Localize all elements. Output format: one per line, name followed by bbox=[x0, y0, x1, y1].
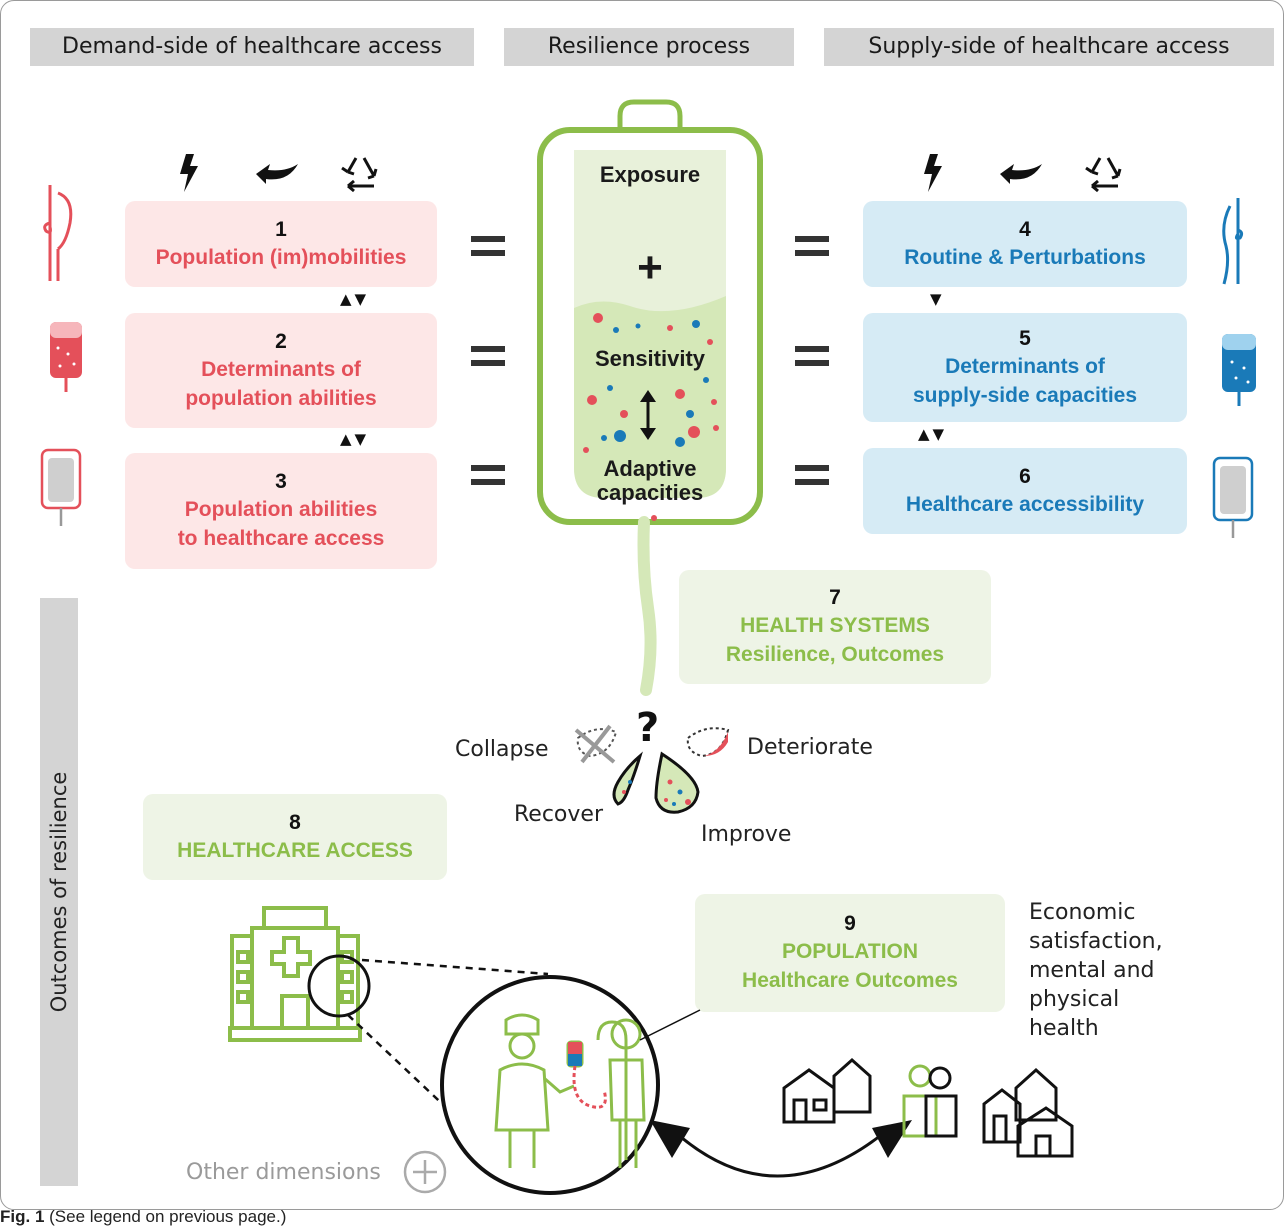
box-title: Routine & Perturbations bbox=[904, 245, 1146, 269]
caption-text: (See legend on previous page.) bbox=[49, 1207, 287, 1226]
outcome-box-9: 9 POPULATION Healthcare Outcomes bbox=[695, 894, 1005, 1012]
supply-icon-row bbox=[924, 154, 1122, 193]
box-number: 8 bbox=[289, 810, 301, 834]
healthcare-scene bbox=[228, 906, 1074, 1195]
sidebar-outcomes: Outcomes of resilience bbox=[40, 598, 78, 1186]
box-number: 3 bbox=[275, 470, 287, 493]
demand-box-3: 3 Population abilities to healthcare acc… bbox=[125, 453, 437, 569]
demand-icon-row bbox=[180, 154, 378, 193]
outcome-box-8: 8 HEALTHCARE ACCESS bbox=[143, 794, 447, 880]
bag-capacities-label: capacities bbox=[596, 480, 704, 505]
equals-icon bbox=[795, 465, 829, 485]
outcome-line: health bbox=[1029, 1016, 1099, 1041]
box-number: 6 bbox=[1019, 464, 1031, 488]
equals-icon bbox=[471, 465, 505, 485]
equals-icon bbox=[795, 346, 829, 366]
drops-diagram bbox=[574, 724, 730, 814]
pink-tube-icon bbox=[43, 185, 73, 281]
header-resilience: Resilience process bbox=[504, 28, 794, 66]
blue-bag-icon bbox=[1222, 334, 1256, 406]
box-title-line1: Determinants of bbox=[201, 357, 361, 381]
plus-circle-icon bbox=[403, 1150, 447, 1194]
supply-box-4: 4 Routine & Perturbations bbox=[863, 201, 1187, 287]
outcome-description: Economic satisfaction, mental and physic… bbox=[1029, 898, 1163, 1043]
bag-plus-label: + bbox=[637, 243, 663, 292]
box-title-line1: HEALTH SYSTEMS bbox=[740, 614, 930, 637]
improve-drop-icon bbox=[654, 751, 700, 814]
label-improve: Improve bbox=[701, 822, 792, 847]
houses-left-icon bbox=[782, 1057, 872, 1124]
curved-arrow-icon bbox=[256, 164, 298, 184]
up-down-arrows-icon: ▲▼ bbox=[340, 430, 370, 448]
grey-bag-blue-icon bbox=[1212, 456, 1254, 538]
box-title: HEALTHCARE ACCESS bbox=[177, 838, 413, 862]
recycle-icon bbox=[1085, 157, 1122, 193]
zoom-lens-icon bbox=[307, 954, 371, 1018]
label-collapse: Collapse bbox=[455, 737, 549, 762]
blue-tube-icon bbox=[1222, 198, 1244, 285]
outcome-box-7: 7 HEALTH SYSTEMS Resilience, Outcomes bbox=[679, 570, 991, 684]
box-number: 7 bbox=[829, 586, 841, 609]
box-title: Population (im)mobilities bbox=[155, 245, 407, 269]
figure-caption: Fig. 1 (See legend on previous page.) bbox=[0, 1207, 286, 1227]
box-title-line1: Population abilities bbox=[184, 498, 378, 521]
box-number: 2 bbox=[275, 329, 287, 353]
collapsed-drop-icon bbox=[574, 724, 618, 764]
grey-bag-icon bbox=[40, 448, 82, 526]
box-number: 5 bbox=[1019, 326, 1031, 350]
label-other-dimensions: Other dimensions bbox=[186, 1160, 381, 1185]
box-title-line2: supply-side capacities bbox=[912, 383, 1138, 407]
box-number: 4 bbox=[1019, 217, 1031, 241]
caption-label: Fig. 1 bbox=[0, 1207, 45, 1226]
deteriorate-drop-icon bbox=[686, 727, 730, 758]
demand-box-1: 1 Population (im)mobilities bbox=[125, 201, 437, 287]
box-title: Healthcare accessibility bbox=[905, 492, 1145, 516]
iv-bag-diagram bbox=[537, 99, 763, 696]
particles bbox=[583, 313, 719, 521]
box-title-line2: Healthcare Outcomes bbox=[742, 969, 958, 992]
outcome-line: mental and bbox=[1029, 958, 1155, 983]
box-title-line1: Determinants of bbox=[945, 354, 1105, 378]
down-arrow-icon: ▼ bbox=[930, 290, 945, 308]
hospital-icon bbox=[228, 906, 362, 1042]
supply-box-6: 6 Healthcare accessibility bbox=[863, 448, 1187, 534]
recover-drop-icon bbox=[612, 751, 643, 806]
supply-box-5: 5 Determinants of supply-side capacities bbox=[863, 313, 1187, 422]
double-arrow-icon bbox=[674, 1130, 886, 1178]
up-down-arrows-icon: ▲▼ bbox=[340, 290, 370, 308]
lightning-icon bbox=[180, 154, 198, 192]
pink-bag-icon bbox=[50, 322, 82, 392]
equals-icon bbox=[471, 346, 505, 366]
sidebar-label: Outcomes of resilience bbox=[47, 771, 71, 1013]
box-title-line2: Resilience, Outcomes bbox=[725, 643, 945, 666]
equals-icon bbox=[471, 236, 505, 256]
box-number: 1 bbox=[275, 217, 287, 241]
doctor-patient-icon bbox=[494, 1013, 646, 1168]
question-mark: ? bbox=[636, 705, 660, 751]
family-icon bbox=[902, 1064, 958, 1138]
box-number: 9 bbox=[844, 912, 856, 935]
header-supply: Supply-side of healthcare access bbox=[824, 28, 1274, 66]
recycle-icon bbox=[341, 157, 378, 193]
bag-sensitivity-label: Sensitivity bbox=[594, 346, 706, 371]
bag-adaptive-label: Adaptive bbox=[603, 456, 697, 481]
header-demand: Demand-side of healthcare access bbox=[30, 28, 474, 66]
label-deteriorate: Deteriorate bbox=[747, 735, 873, 760]
outcome-line: satisfaction, bbox=[1029, 929, 1163, 954]
up-down-arrows-icon: ▲▼ bbox=[918, 425, 948, 443]
outcome-line: Economic bbox=[1029, 900, 1136, 925]
box-title-line2: population abilities bbox=[185, 386, 377, 410]
box-title-line2: to healthcare access bbox=[177, 527, 385, 550]
lightning-icon bbox=[924, 154, 942, 192]
houses-right-icon bbox=[982, 1067, 1074, 1158]
box-title-line1: POPULATION bbox=[781, 940, 919, 963]
label-recover: Recover bbox=[514, 802, 603, 827]
bag-exposure-label: Exposure bbox=[599, 162, 701, 187]
equals-icon bbox=[795, 236, 829, 256]
demand-box-2: 2 Determinants of population abilities bbox=[125, 313, 437, 428]
outcome-line: physical bbox=[1029, 987, 1120, 1012]
curved-arrow-icon bbox=[1000, 164, 1042, 184]
